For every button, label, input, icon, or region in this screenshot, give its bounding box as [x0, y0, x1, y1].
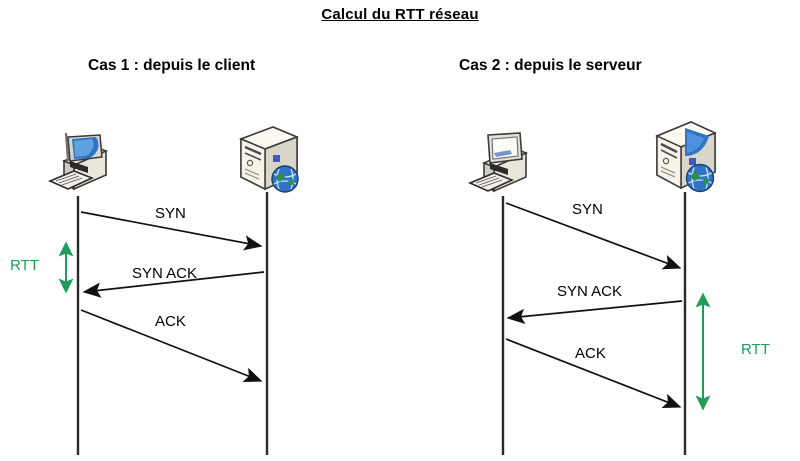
case1-label-syn: SYN — [155, 205, 186, 222]
case1-client-desktop-computer-icon — [44, 121, 116, 193]
case2-server-tower-icon — [645, 112, 725, 198]
case2-arrow-synack — [506, 300, 683, 324]
case2-label-synack: SYN ACK — [557, 283, 623, 300]
case1-label-ack: ACK — [155, 313, 186, 330]
case2-heading: Cas 2 : depuis le serveur — [459, 57, 642, 74]
case2-label-syn: SYN — [572, 201, 603, 218]
case2-label-ack: ACK — [575, 345, 606, 362]
case1-label-synack: SYN ACK — [132, 265, 198, 282]
case2-client-desktop-computer-icon — [464, 123, 536, 195]
page-title: Calcul du RTT réseau — [321, 6, 479, 23]
case1-heading: Cas 1 : depuis le client — [88, 57, 256, 74]
case1-server-tower-icon — [229, 117, 305, 197]
case2-rtt-label: RTT — [741, 341, 770, 358]
case1-rtt-label: RTT — [10, 257, 39, 274]
